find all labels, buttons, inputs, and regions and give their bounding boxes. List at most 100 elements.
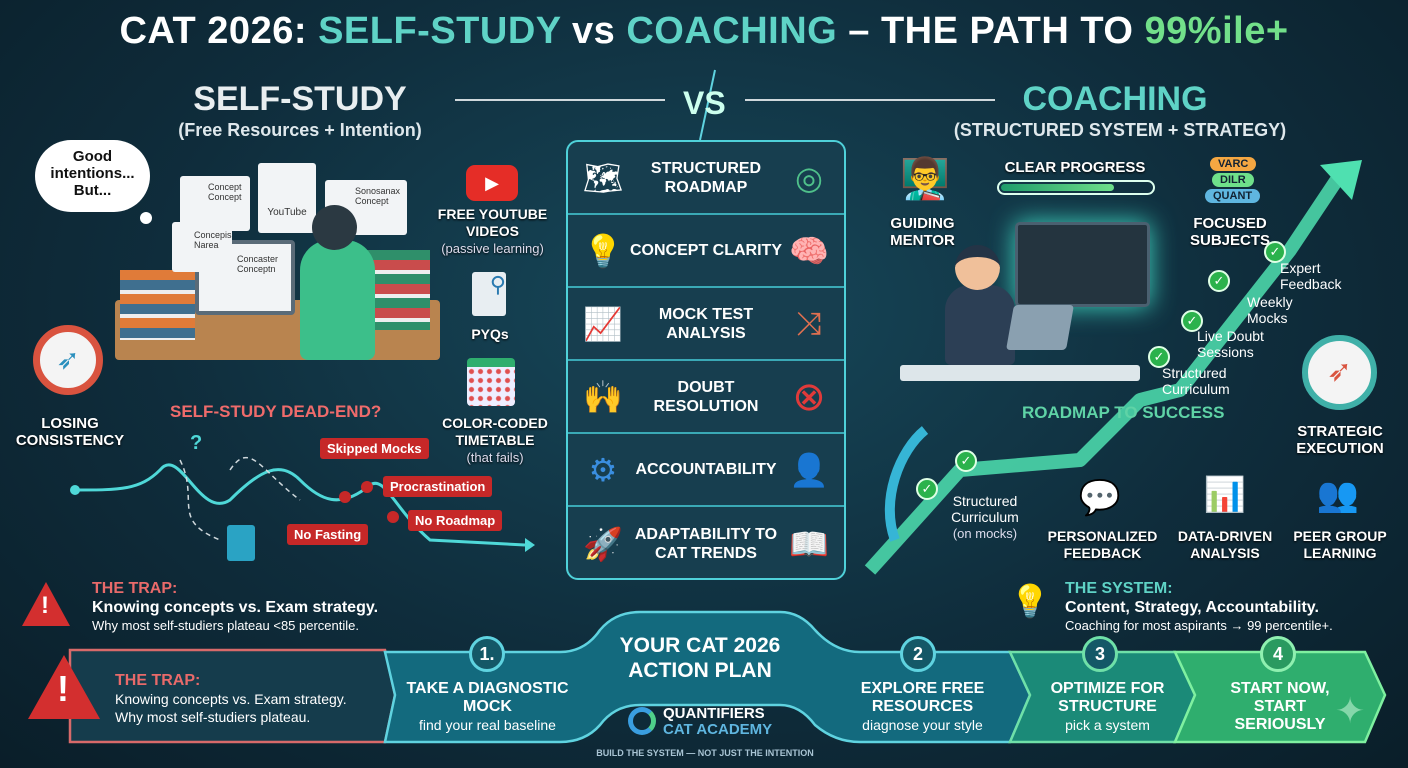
subject-tag: DILR	[1212, 173, 1254, 187]
progress-fill	[1001, 184, 1114, 191]
check-icon: ✓	[1208, 270, 1230, 292]
document-search-icon: ⚲	[472, 272, 506, 316]
title-part: SELF-STUDY	[318, 10, 561, 52]
obstacle-tag: No Roadmap	[408, 510, 503, 531]
subject-tag: VARC	[1210, 157, 1257, 171]
dashed-path	[179, 456, 301, 541]
step-number: 2	[900, 636, 936, 672]
coaching-heading: COACHING	[1022, 80, 1208, 118]
subject-tag: QUANT	[1205, 189, 1261, 203]
step-subtitle: find your real baseline	[419, 717, 556, 733]
milestone-label: Live Doubt Sessions	[1197, 328, 1264, 360]
tangled-arrows-icon: ⤨	[796, 304, 822, 341]
progress-bar	[997, 180, 1155, 195]
obstacle-dot	[361, 481, 373, 493]
step-number: 4	[1260, 636, 1296, 672]
system-heading: THE SYSTEM:	[1065, 580, 1173, 597]
resource-label: COLOR-CODED TIMETABLE	[442, 415, 548, 448]
brand-line: CAT ACADEMY	[663, 721, 773, 738]
losing-consistency-label: LOSING CONSISTENCY	[15, 415, 125, 449]
feature-label: DATA-DRIVEN ANALYSIS	[1177, 528, 1273, 561]
milestone-label: Structured Curriculum	[1162, 365, 1230, 397]
obstacle-dot	[387, 511, 399, 523]
video-screen: Concepis Narea	[172, 222, 232, 272]
book-stack	[120, 270, 195, 340]
person-icon: 👤	[789, 451, 829, 488]
thought-dot	[140, 212, 152, 224]
step4-shape	[1173, 650, 1387, 744]
dead-end-label: SELF-STUDY DEAD-END?	[170, 402, 382, 421]
title-part: CAT 2026:	[119, 10, 319, 52]
tagline: BUILD THE SYSTEM — NOT JUST THE INTENTIO…	[596, 748, 814, 758]
mentor-label: GUIDING MENTOR	[890, 215, 955, 249]
notebook-icon	[227, 525, 255, 561]
map-icon: 🗺	[582, 159, 624, 196]
start-milestone: Structured Curriculum(on mocks)	[940, 493, 1030, 542]
title-part: vs	[560, 10, 627, 52]
rocket-icon: 🚀	[583, 525, 623, 562]
title-part: 99%ile+	[1144, 10, 1289, 52]
check-icon: ✓	[916, 478, 938, 500]
step-number: 3	[1082, 636, 1118, 672]
resource-label: FREE YOUTUBE VIDEOS	[437, 206, 548, 239]
title-part: – THE PATH TO	[837, 10, 1145, 52]
comparison-panel: 🗺STRUCTURED ROADMAP◎ 💡CONCEPT CLARITY🧠 📈…	[566, 140, 846, 580]
bar-chart-icon: 📈	[583, 305, 623, 342]
thought-bubble: Good intentions... But...	[35, 140, 150, 212]
comparison-row: 🚀ADAPTABILITY TO CAT TRENDS📖	[568, 507, 844, 580]
student-head	[312, 205, 357, 250]
brand-line: QUANTIFIERS	[663, 705, 765, 722]
strategic-label: STRATEGIC EXECUTION	[1296, 423, 1384, 457]
path-start-dot	[70, 485, 80, 495]
comparison-row: 💡CONCEPT CLARITY🧠	[568, 215, 844, 288]
plan-trap: THE TRAP: Knowing concepts vs. Exam stra…	[115, 672, 347, 726]
self-study-heading: SELF-STUDY	[193, 80, 407, 118]
mentor-head	[955, 245, 1000, 290]
chat-bubbles-icon: 💬	[1078, 479, 1122, 517]
video-screen: Concept Concept	[180, 176, 250, 231]
milestone-label: Expert Feedback	[1280, 260, 1342, 292]
warning-icon	[22, 582, 70, 626]
maze-icon: ◎	[795, 159, 823, 196]
vs-label: VS	[683, 85, 726, 121]
desk-illustration	[900, 365, 1140, 381]
step-title: TAKE A DIAGNOSTIC MOCK	[406, 680, 569, 715]
laptop-illustration	[1006, 305, 1074, 350]
trap-line: Knowing concepts vs. Exam strategy.	[115, 691, 347, 707]
path-arrowhead	[525, 538, 535, 552]
curved-arrow	[884, 426, 929, 542]
feature-label: PERSONALIZED FEEDBACK	[1047, 528, 1158, 561]
check-icon: ✓	[1181, 310, 1203, 332]
compass-icon: ➶	[33, 325, 103, 395]
resource-timetable: COLOR-CODED TIMETABLE(that fails)	[425, 415, 565, 466]
system-line: Coaching for most aspirants → 99 percent…	[1065, 618, 1333, 633]
resource-pyqs: PYQs	[471, 326, 509, 342]
trap-line: Knowing concepts vs. Exam strategy.	[92, 599, 379, 616]
plan-step[interactable]: TAKE A DIAGNOSTIC MOCK find your real bas…	[395, 680, 580, 734]
comparison-row: 🙌DOUBT RESOLUTION⊗	[568, 361, 844, 434]
comparison-label: CONCEPT CLARITY	[630, 242, 782, 259]
growth-chart-icon: 📊	[1203, 476, 1247, 514]
step-subtitle: diagnose your style	[862, 717, 983, 733]
self-study-subtitle: (Free Resources + Intention)	[178, 120, 422, 140]
plan-step[interactable]: START NOW, START SERIOUSLY	[1210, 680, 1350, 734]
subjects-label: FOCUSED SUBJECTS	[1189, 215, 1271, 249]
comparison-label: ADAPTABILITY TO CAT TRENDS	[634, 525, 778, 562]
calendar-icon	[467, 358, 515, 406]
roadmap-arrowhead	[1320, 160, 1362, 200]
raised-hands-icon: 🙌	[583, 378, 623, 415]
warning-icon	[28, 655, 100, 719]
dashboard-monitor	[1015, 222, 1150, 307]
obstacle-dot	[339, 491, 351, 503]
lightbulb-icon: 💡	[1010, 583, 1050, 619]
feature-label: PEER GROUP LEARNING	[1293, 528, 1387, 561]
obstacle-tag: No Fasting	[287, 524, 369, 545]
brain-icon: 🧠	[789, 232, 829, 269]
comparison-label: STRUCTURED ROADMAP	[650, 159, 762, 196]
trap-heading: THE TRAP:	[92, 580, 178, 597]
page-title: CAT 2026: SELF-STUDY vs COACHING – THE P…	[0, 10, 1408, 53]
